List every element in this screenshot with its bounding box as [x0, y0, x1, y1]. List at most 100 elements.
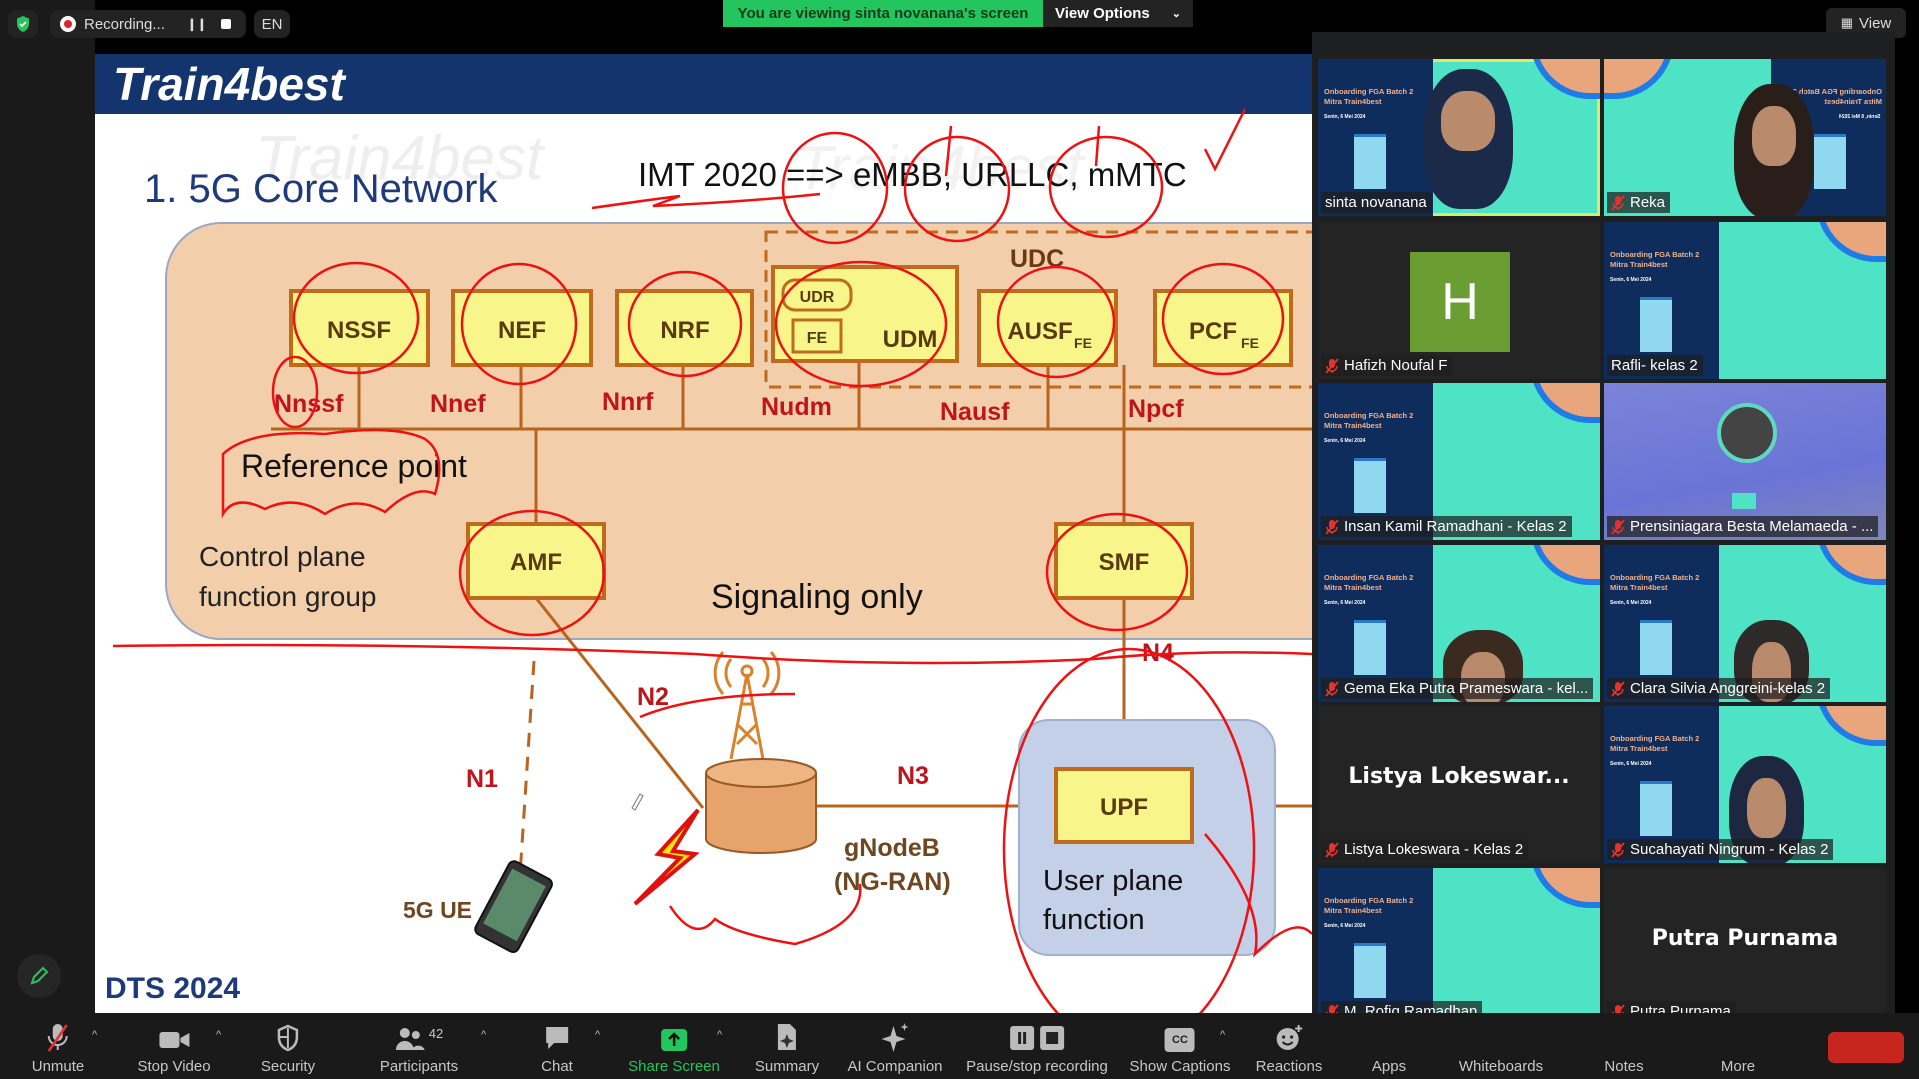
- pause-stop-icon: [1009, 1026, 1064, 1050]
- unmute-button[interactable]: Unmute: [32, 1013, 84, 1079]
- smiley-icon: [1276, 1025, 1303, 1050]
- show-captions-label: Show Captions: [1129, 1058, 1231, 1075]
- chat-button[interactable]: Chat: [541, 1013, 573, 1079]
- user-plane-text: User plane: [1043, 865, 1183, 897]
- sparkle-icon: [881, 1023, 908, 1052]
- shield-check-icon: [17, 16, 29, 32]
- participant-tile[interactable]: Listya Lokeswar...Listya Lokeswara - Kel…: [1318, 706, 1600, 863]
- fe-cube: [791, 318, 843, 354]
- apps-button[interactable]: Apps: [1372, 1013, 1406, 1079]
- participants-caret[interactable]: ^: [481, 1029, 487, 1041]
- nausf-label: Nausf: [940, 398, 1010, 426]
- lightning-icon: [633, 808, 700, 906]
- participant-face: [1747, 778, 1786, 838]
- language-button[interactable]: EN: [254, 10, 290, 38]
- background-illustration: [1640, 781, 1672, 836]
- udc-dashed-box: [764, 230, 1312, 389]
- pcf-label: PCF: [1189, 318, 1237, 345]
- more-button[interactable]: More: [1721, 1013, 1755, 1079]
- udr-cylinder: [781, 278, 853, 312]
- annotate-button[interactable]: [17, 954, 61, 998]
- nnssf-label: Nnssf: [274, 390, 344, 418]
- ai-companion-button[interactable]: AI Companion: [847, 1013, 943, 1079]
- summary-button[interactable]: Summary: [755, 1013, 819, 1079]
- participants-button[interactable]: 42 Participants: [380, 1013, 458, 1079]
- participant-face: [1441, 91, 1495, 151]
- stop-video-button[interactable]: Stop Video: [137, 1013, 211, 1079]
- stop-icon[interactable]: [220, 19, 231, 29]
- reactions-button[interactable]: Reactions: [1255, 1013, 1323, 1079]
- recording-indicator[interactable]: Recording... ❙❙: [50, 10, 246, 38]
- audio-options-caret[interactable]: ^: [92, 1029, 98, 1041]
- notes-button[interactable]: Notes: [1604, 1013, 1643, 1079]
- nnrf-label: Nnrf: [602, 388, 654, 416]
- show-captions-button[interactable]: CC Show Captions: [1129, 1013, 1231, 1079]
- pause-stop-recording-button[interactable]: Pause/stop recording: [966, 1013, 1108, 1079]
- participant-name: Gema Eka Putra Prameswara - kel...: [1344, 680, 1589, 697]
- ausf-label: AUSF: [1007, 318, 1072, 345]
- nef-label: NEF: [498, 317, 546, 344]
- chat-caret[interactable]: ^: [595, 1029, 601, 1041]
- participant-name-label: Prensiniagara Besta Melamaeda - ...: [1607, 516, 1879, 537]
- slide-header-band: [95, 54, 1312, 114]
- share-screen-button[interactable]: Share Screen: [628, 1013, 720, 1079]
- brand-logo: Train4best: [113, 58, 346, 110]
- share-caret[interactable]: ^: [717, 1029, 723, 1041]
- pause-icon[interactable]: ❙❙: [186, 17, 207, 31]
- participant-count: 42: [428, 1026, 444, 1041]
- ue-label: 5G UE: [403, 897, 472, 923]
- security-button[interactable]: Security: [261, 1013, 315, 1079]
- end-meeting-button[interactable]: [1828, 1032, 1904, 1063]
- chat-label: Chat: [541, 1058, 573, 1075]
- security-shield-badge[interactable]: [8, 10, 38, 38]
- background-wave: [1816, 222, 1886, 262]
- participant-display-name: Putra Purnama: [1651, 926, 1839, 951]
- shield-icon: [277, 1024, 299, 1052]
- background-wave: [1530, 383, 1600, 423]
- gnodeb-tower-icon: [713, 651, 781, 760]
- background-date: Senin, 6 Mei 2024: [1324, 923, 1366, 929]
- reactions-label: Reactions: [1255, 1058, 1323, 1075]
- nssf-label: NSSF: [327, 317, 391, 344]
- participant-name-label: Rafli- kelas 2: [1607, 355, 1703, 376]
- signaling-only-text: Signaling only: [711, 578, 923, 616]
- slide-canvas: Train4best Train4best Train4best 1. 5G C…: [95, 54, 1312, 1013]
- participant-tile[interactable]: Prensiniagara Besta Melamaeda - ...: [1604, 383, 1886, 540]
- participant-name-label: sinta novanana: [1321, 192, 1432, 213]
- nrf-label: NRF: [660, 317, 709, 344]
- participants-label: Participants: [379, 1058, 459, 1075]
- participant-name-label: Insan Kamil Ramadhani - Kelas 2: [1321, 516, 1572, 537]
- share-screen-icon: [660, 1029, 687, 1051]
- amf-box: [466, 522, 606, 600]
- video-options-caret[interactable]: ^: [216, 1029, 222, 1041]
- participant-name-label: Gema Eka Putra Prameswara - kel...: [1321, 678, 1594, 699]
- muted-mic-icon: [1325, 357, 1339, 374]
- function-text: function: [1043, 904, 1145, 936]
- obs-logo-icon: [1717, 403, 1777, 463]
- upf-label: UPF: [1100, 794, 1148, 821]
- background-illustration: [1814, 134, 1846, 189]
- whiteboards-button[interactable]: Whiteboards: [1459, 1013, 1543, 1079]
- n1-label: N1: [466, 765, 498, 793]
- pcf-subscript: FE: [1241, 335, 1259, 351]
- recording-dot-icon: [60, 16, 76, 32]
- background-date: Senin, 6 Mei 2024: [1610, 600, 1652, 606]
- captions-caret[interactable]: ^: [1220, 1029, 1226, 1041]
- participant-name-label: Listya Lokeswara - Kelas 2: [1321, 839, 1529, 860]
- view-options-button[interactable]: View Options⌄: [1043, 0, 1193, 27]
- participant-name-label: Hafizh Noufal F: [1321, 355, 1453, 376]
- ai-companion-label: AI Companion: [847, 1058, 943, 1075]
